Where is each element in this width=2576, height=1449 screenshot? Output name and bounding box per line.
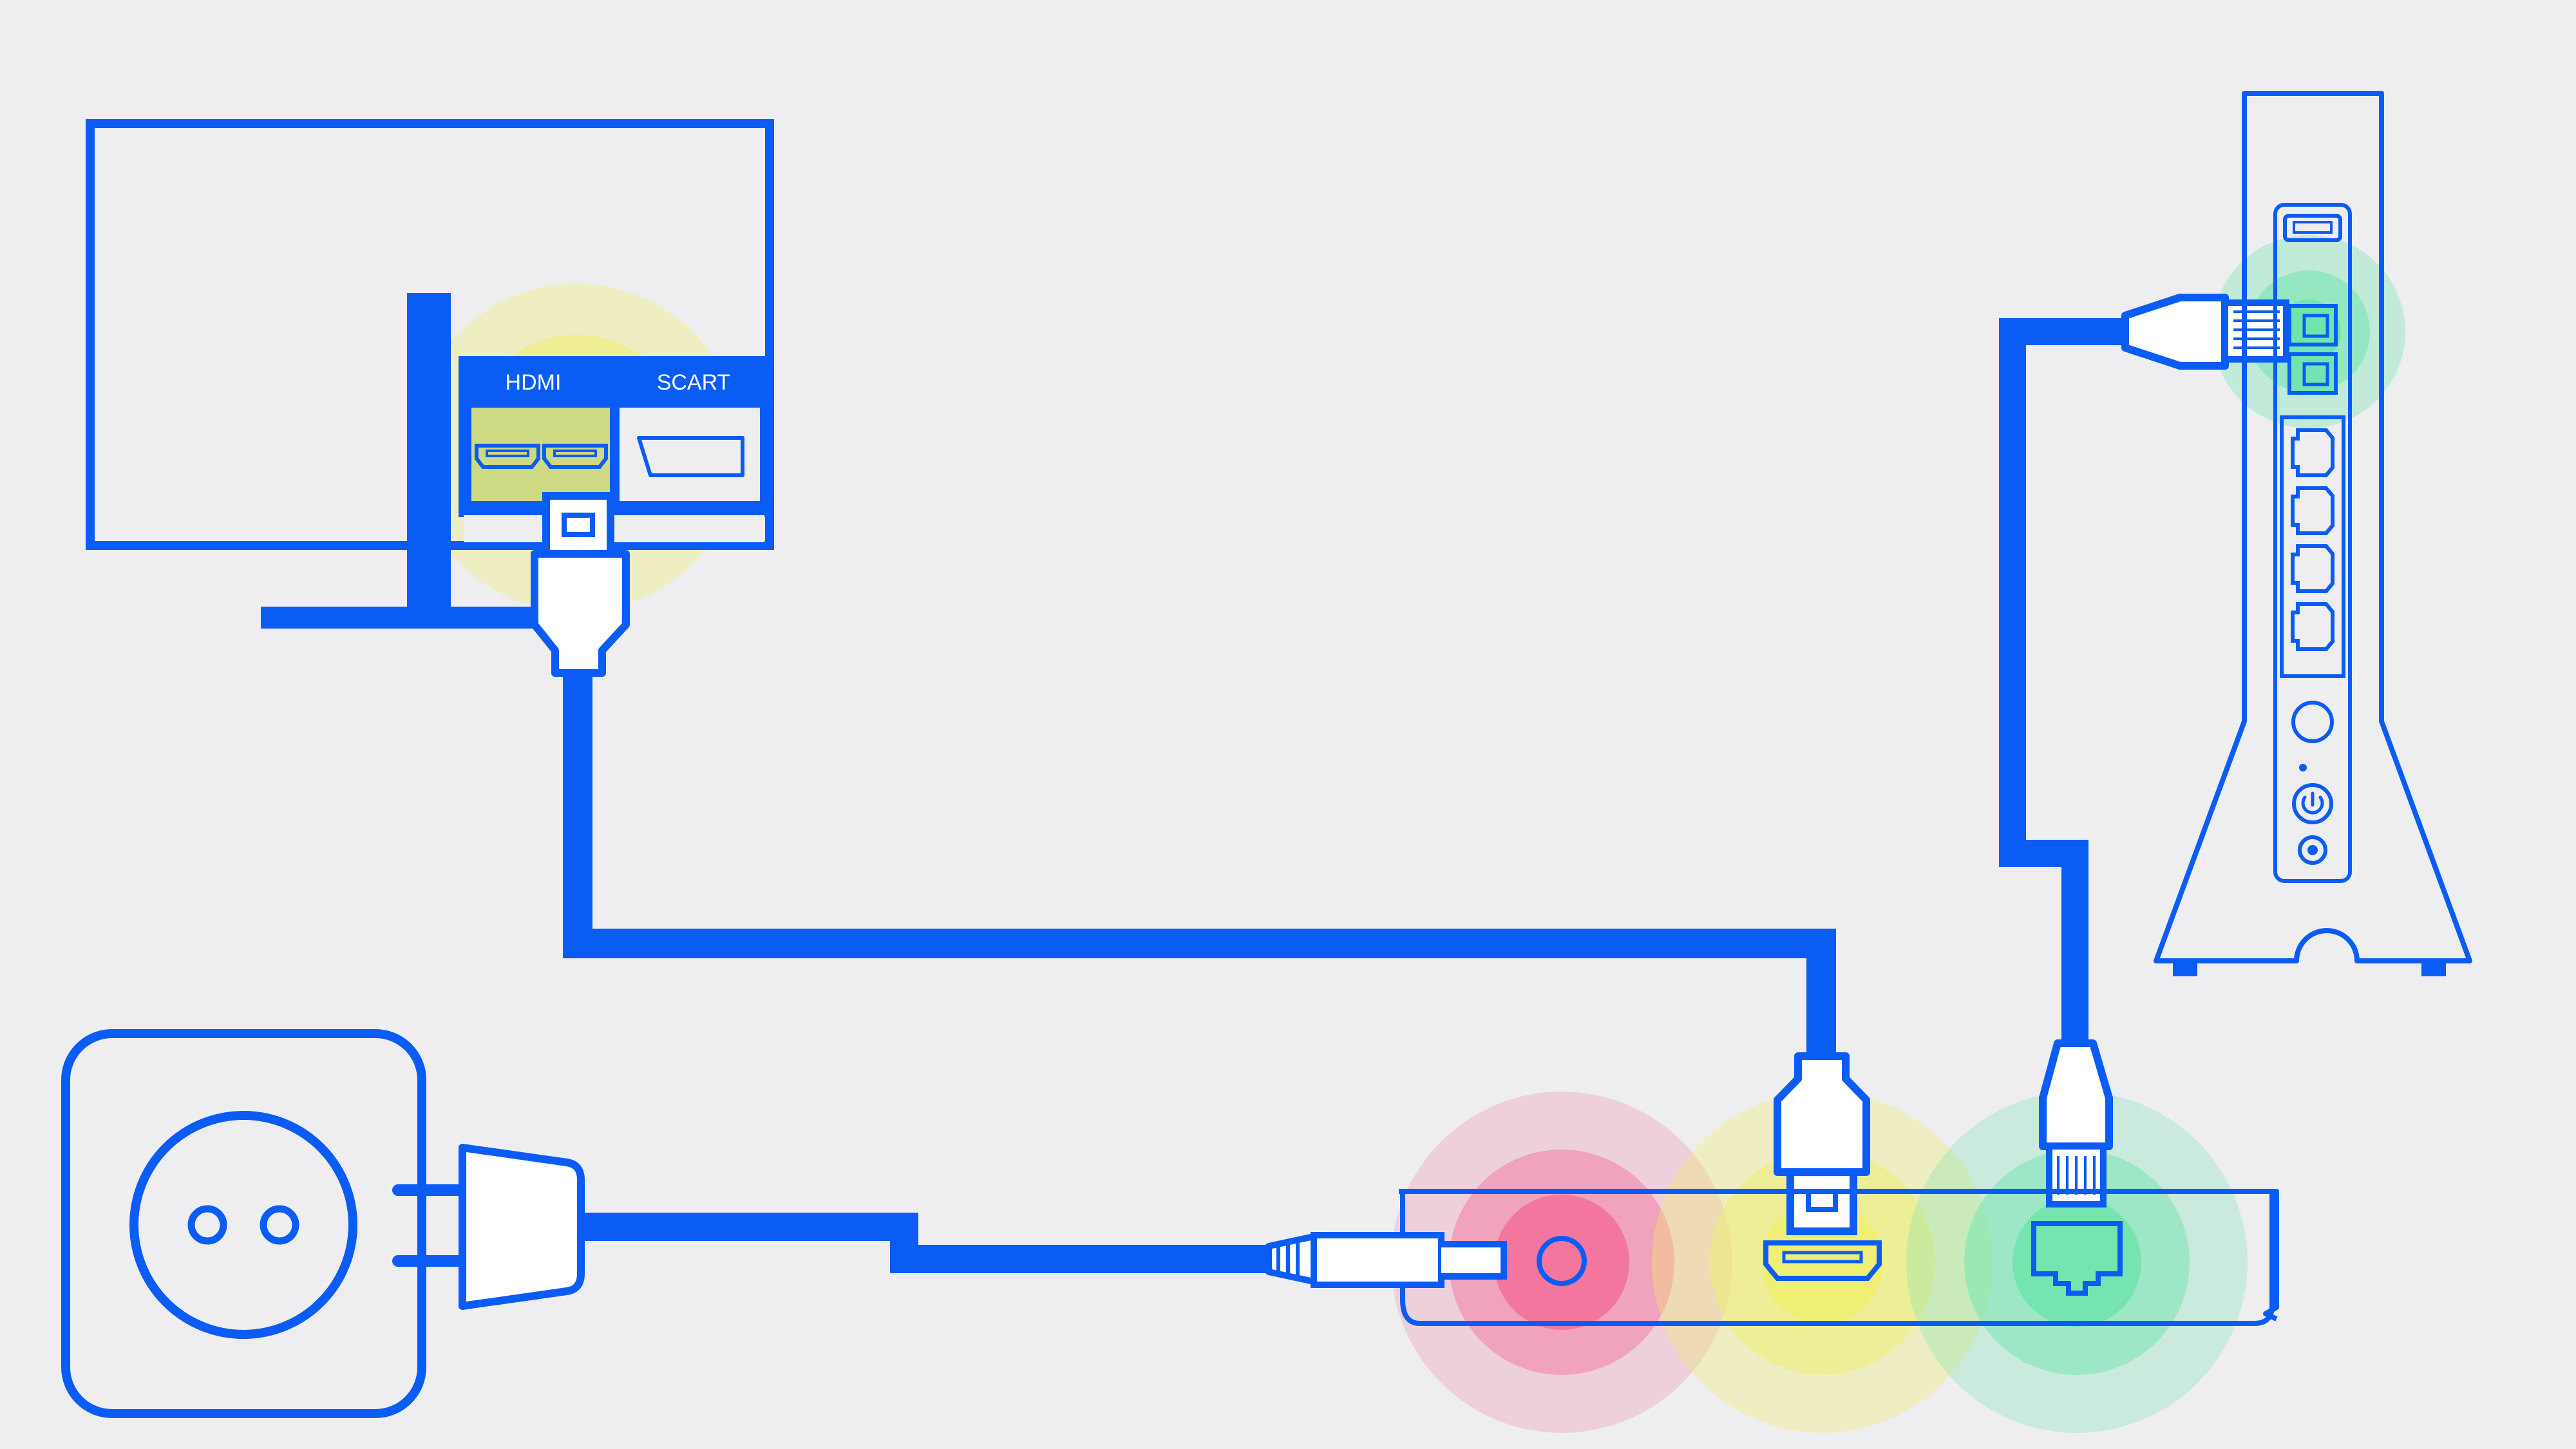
- stb-power-port-icon: [1537, 1236, 1587, 1286]
- tv: HDMI SCART: [86, 119, 774, 629]
- ethernet-connector-icon: [2039, 1039, 2113, 1208]
- router-port-panel: [2273, 203, 2352, 883]
- hdmi-connector-icon: [1774, 1052, 1870, 1235]
- wall-socket-icon: [61, 1029, 426, 1418]
- power-plug-icon: [392, 1144, 585, 1310]
- stb-power-glow: [1391, 1092, 1732, 1433]
- router-usb-port-icon: [2283, 214, 2342, 242]
- tv-scart-port-icon: [637, 436, 744, 477]
- router-button-icon: [2291, 701, 2334, 743]
- tv-port-panel: HDMI SCART: [459, 356, 770, 542]
- router-lan-ports: [2280, 415, 2345, 678]
- tv-hdmi-port-2-icon: [542, 444, 608, 469]
- router: [2154, 91, 2472, 976]
- tv-hdmi-port-1-icon: [475, 444, 540, 469]
- router-dsl-port-icon: [2287, 304, 2338, 395]
- power-cable: [583, 1213, 1269, 1273]
- lan-port-2-icon: [2291, 486, 2334, 535]
- hdmi-port-label: HDMI: [506, 370, 562, 395]
- lan-port-3-icon: [2291, 544, 2334, 593]
- hdmi-connector-icon: [531, 492, 630, 677]
- tv-stand-post: [407, 293, 451, 628]
- lan-port-4-icon: [2291, 602, 2334, 651]
- hdmi-cable: [563, 670, 1836, 1056]
- scart-port-area: [620, 408, 760, 501]
- stb-ethernet-port-icon: [2031, 1221, 2123, 1296]
- router-dc-jack-icon: [2298, 835, 2327, 865]
- stb-ethernet-glow: [1906, 1092, 2248, 1433]
- stb-hdmi-port-icon: [1763, 1240, 1882, 1281]
- router-led-icon: [2299, 764, 2307, 772]
- power-button-icon: [2292, 783, 2333, 824]
- ethernet-connector-icon: [2121, 294, 2289, 370]
- scart-port-label: SCART: [657, 370, 731, 395]
- router-body: [2154, 91, 2472, 963]
- ethernet-cable: [1999, 318, 2125, 1043]
- cables: [563, 318, 2125, 1273]
- dc-jack-icon: [1265, 1232, 1507, 1288]
- lan-port-1-icon: [2291, 428, 2334, 477]
- set-top-box: [1399, 1189, 2279, 1326]
- hdmi-port-area: [471, 408, 610, 501]
